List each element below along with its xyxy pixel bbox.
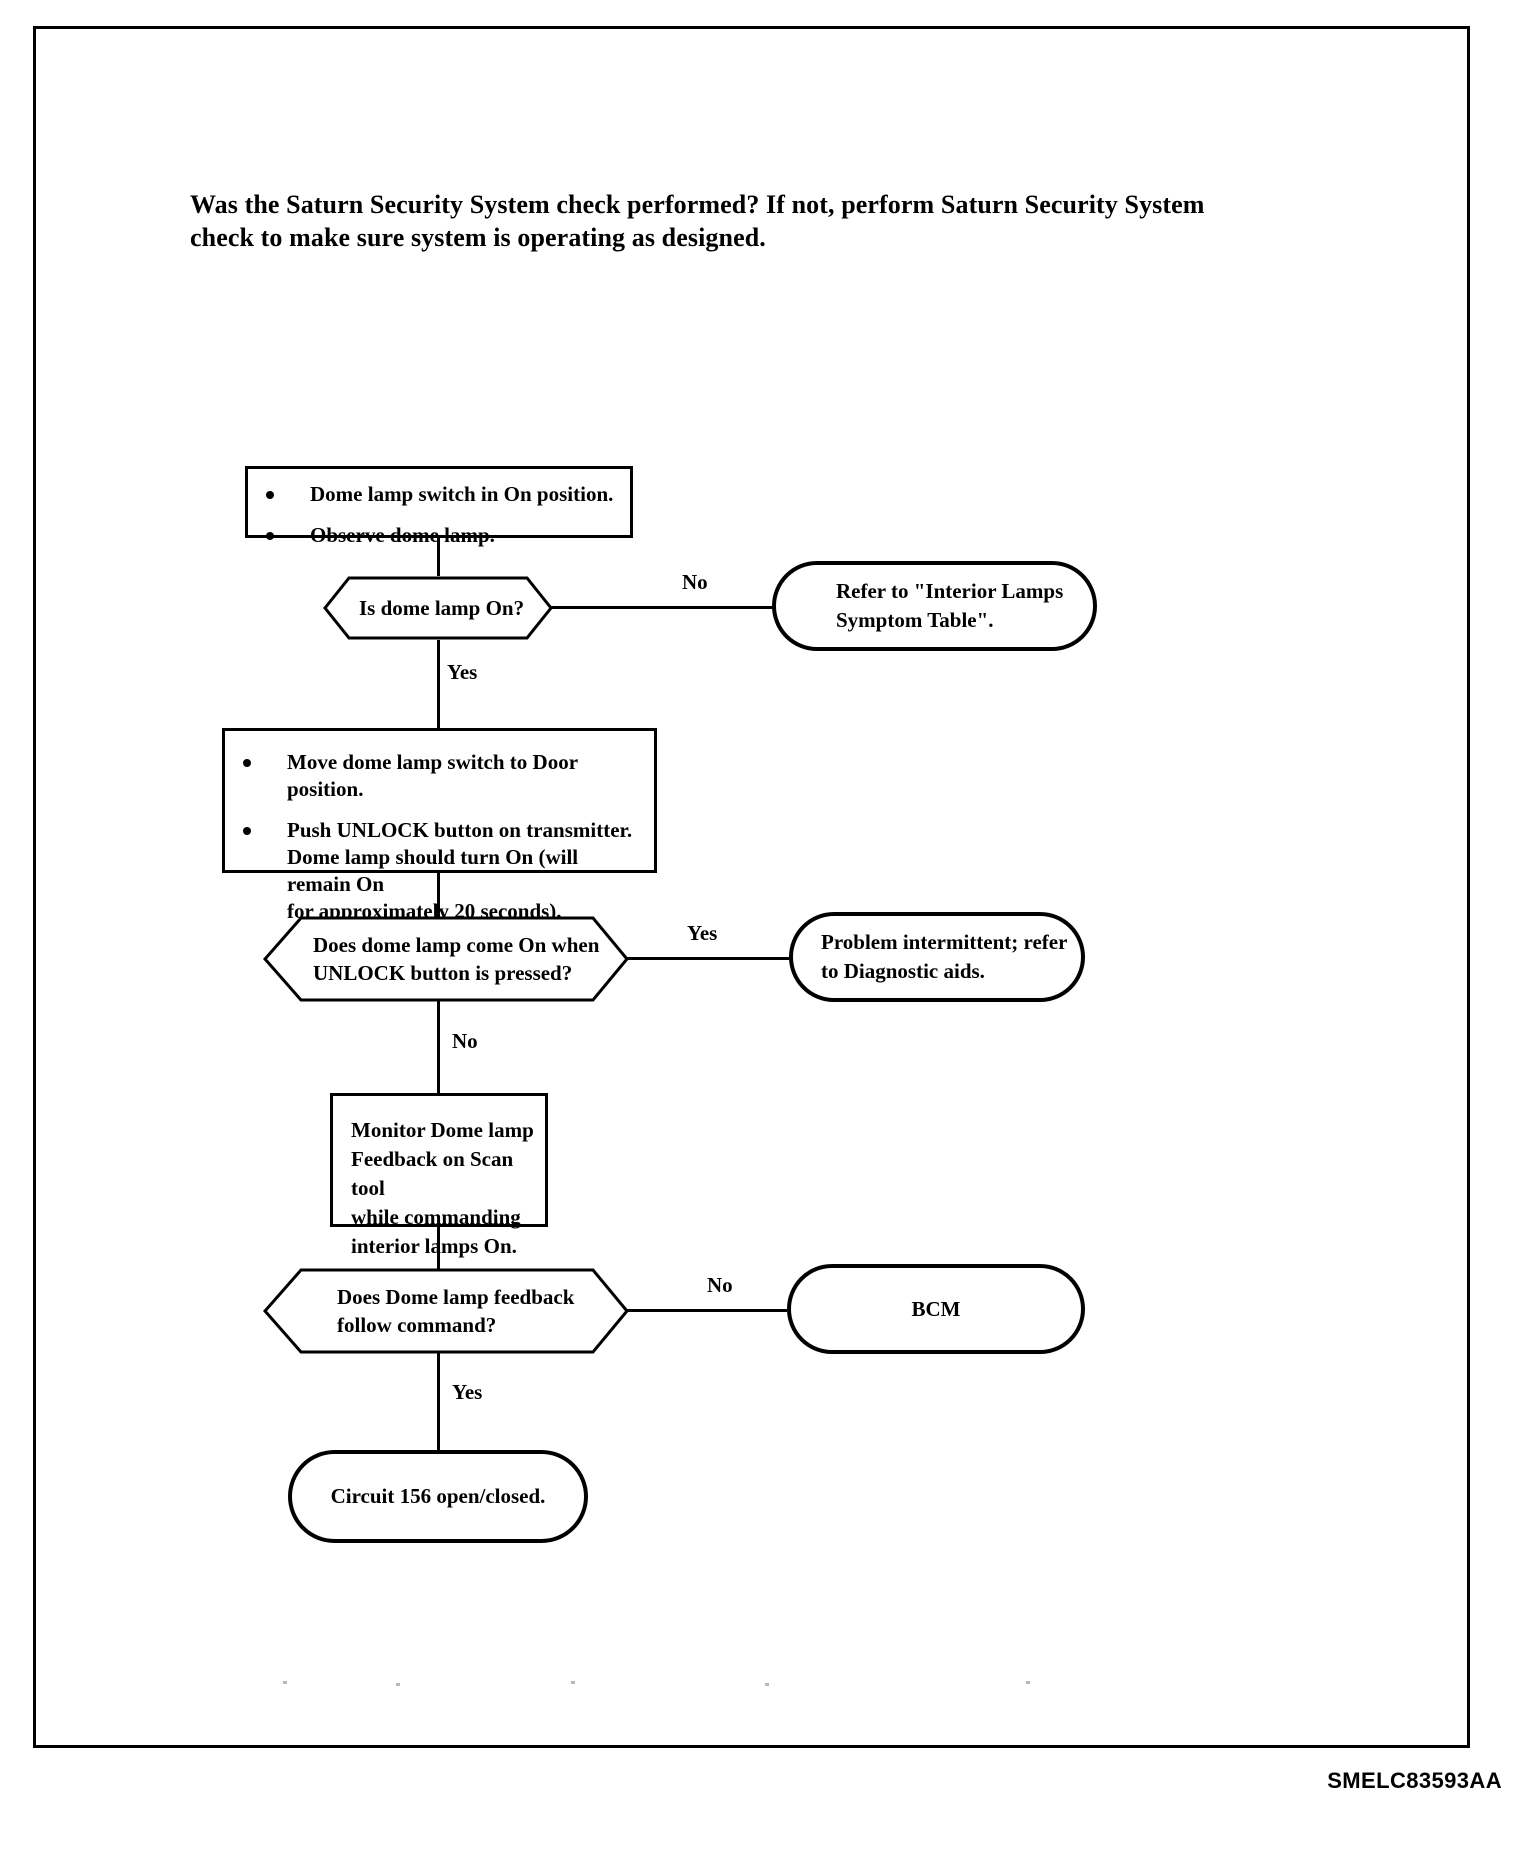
- decision-node-2-shape: Does dome lamp come On when UNLOCK butto…: [263, 916, 629, 1002]
- list-item-label: Move dome lamp switch to Door position.: [287, 750, 578, 801]
- decision-label-wrap: Does Dome lamp feedback follow command?: [263, 1268, 629, 1354]
- decision-label-wrap: Does dome lamp come On when UNLOCK butto…: [263, 916, 629, 1002]
- connector-decision1-no: [551, 606, 789, 609]
- branch-label-no-3: No: [707, 1273, 733, 1297]
- terminator-text: Problem intermittent; refer to Diagnosti…: [821, 930, 1068, 983]
- connector-decision2-yes: [627, 957, 790, 960]
- decision-label: Is dome lamp On?: [359, 596, 525, 620]
- decision-node-3: Does Dome lamp feedback follow command?: [263, 1268, 629, 1354]
- page-border: [33, 26, 1470, 1748]
- list-item: Dome lamp switch in On position.: [248, 481, 620, 508]
- terminator-text: Refer to "Interior Lamps Symptom Table".: [836, 579, 1064, 632]
- process-text: Monitor Dome lamp Feedback on Scan tool …: [351, 1118, 534, 1258]
- bullet-dot-icon: [243, 827, 251, 835]
- connector-decision3-yes: [437, 1352, 440, 1452]
- branch-label-yes-2: Yes: [687, 921, 718, 945]
- connector-step1-to-decision1: [437, 538, 440, 576]
- artifact-speck: [396, 1683, 400, 1686]
- hexagon-shape-icon: [323, 576, 553, 640]
- hexagon-shape-icon: [263, 916, 629, 1002]
- list-item-label: Observe dome lamp.: [310, 523, 495, 547]
- list-item-label: Dome lamp switch in On position.: [310, 482, 614, 506]
- branch-label-yes-3: Yes: [452, 1380, 483, 1404]
- bullet-list: Move dome lamp switch to Door position. …: [225, 749, 644, 925]
- bullet-dot-icon: [266, 532, 274, 540]
- bullet-list: Dome lamp switch in On position. Observe…: [248, 481, 620, 549]
- connector-decision2-no: [437, 1000, 440, 1120]
- artifact-speck: [571, 1681, 575, 1684]
- list-item-continuation-1: Dome lamp should turn On (will remain On: [287, 845, 579, 896]
- list-item-label: Push UNLOCK button on transmitter.: [287, 818, 633, 842]
- process-box-step1: Dome lamp switch in On position. Observe…: [245, 466, 633, 547]
- page-title: Was the Saturn Security System check per…: [190, 190, 1205, 252]
- list-item: Push UNLOCK button on transmitter. Dome …: [225, 817, 644, 925]
- decision-label: Does Dome lamp feedback follow command?: [337, 1285, 575, 1337]
- terminator-interior-lamps-table: Refer to "Interior Lamps Symptom Table".: [772, 561, 1097, 651]
- terminator-text: BCM: [911, 1296, 961, 1321]
- hexagon-shape-icon: [263, 1268, 629, 1354]
- bullet-dot-icon: [266, 491, 274, 499]
- list-item: Observe dome lamp.: [248, 522, 620, 549]
- bullet-dot-icon: [243, 759, 251, 767]
- artifact-speck: [1026, 1681, 1030, 1684]
- connector-step3-to-decision3: [437, 1227, 440, 1269]
- terminator-problem-intermittent: Problem intermittent; refer to Diagnosti…: [789, 912, 1085, 1002]
- connector-decision1-yes: [437, 640, 440, 730]
- terminator-text: Circuit 156 open/closed.: [330, 1484, 546, 1508]
- list-item: Move dome lamp switch to Door position.: [225, 749, 644, 803]
- branch-label-yes-1: Yes: [447, 660, 478, 684]
- process-box-step3: Monitor Dome lamp Feedback on Scan tool …: [330, 1093, 548, 1258]
- branch-label-no-2: No: [452, 1029, 478, 1053]
- terminator-bcm: BCM: [787, 1264, 1085, 1354]
- decision-label-wrap: Is dome lamp On?: [323, 576, 553, 640]
- terminator-circuit-156: Circuit 156 open/closed.: [288, 1450, 588, 1543]
- decision-label: Does dome lamp come On when UNLOCK butto…: [313, 933, 600, 985]
- document-code: SMELC83593AA: [1327, 1768, 1502, 1793]
- branch-label-no-1: No: [682, 570, 708, 594]
- process-box-step2: Move dome lamp switch to Door position. …: [222, 728, 657, 923]
- decision-node-1: Is dome lamp On?: [323, 576, 553, 640]
- artifact-speck: [765, 1683, 769, 1686]
- connector-decision3-no: [627, 1309, 787, 1312]
- artifact-speck: [283, 1681, 287, 1684]
- connector-step2-to-decision2: [437, 873, 440, 919]
